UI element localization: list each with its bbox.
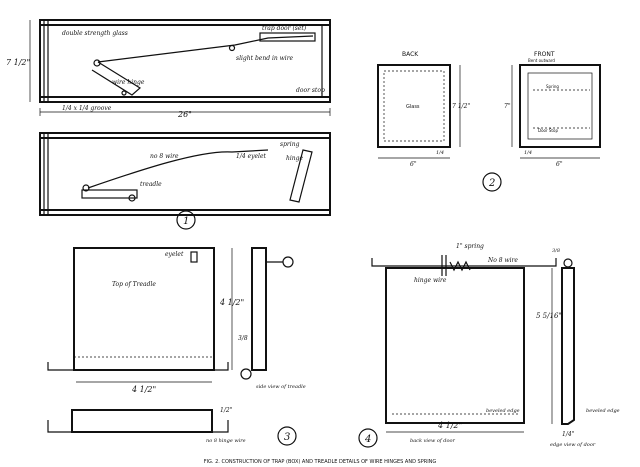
dim-width-treadle: 4 1/2" — [131, 385, 156, 394]
treadle-bar — [81, 189, 138, 199]
label-beveled-edge-2: beveled edge — [586, 408, 620, 414]
figure-3: eyelet Top of Treadle 4 1/2" 4 1/2" 3/8 … — [47, 247, 306, 446]
label-groove: 1/4 x 1/4 groove — [62, 105, 112, 112]
label-bend: slight bend in wire — [236, 55, 294, 62]
label-eyelet: 1/4 eyelet — [236, 153, 267, 160]
dim-height-treadle: 4 1/2" — [219, 298, 244, 307]
trapdoor-open — [289, 149, 313, 203]
eyelet-slot — [190, 251, 198, 263]
label-hinge-wire: no 8 hinge wire — [206, 438, 246, 444]
door-back-view — [385, 267, 525, 424]
label-edge-view: edge view of door — [550, 442, 596, 448]
treadle-edge-view — [71, 409, 213, 433]
dim-edge: 1/4" — [562, 431, 575, 438]
label-trapdoor: trap door (set) — [262, 25, 307, 32]
label-hinge: hinge — [286, 155, 303, 162]
treadle-side-view — [251, 247, 267, 371]
figure-1-top-view: double strength glass trap door (set) sl… — [6, 19, 331, 119]
front-frame — [519, 64, 601, 148]
dim-thickness: 1/2" — [220, 407, 233, 414]
front-dim-height: 7" — [504, 103, 511, 110]
label-wire-hinge: wire hinge — [112, 79, 145, 86]
figure-4-number: 4 — [364, 434, 371, 445]
back-glass-label: Glass — [406, 104, 420, 110]
door-spring — [449, 260, 471, 272]
label-glass: double strength glass — [62, 30, 128, 37]
label-hinge-wire: hinge wire — [414, 277, 447, 284]
treadle-hinge-wire — [47, 362, 229, 371]
dim-door-height: 5 5/16" — [536, 312, 562, 320]
figure-1-bottom-view: no 8 wire 1/4 eyelet treadle spring hing… — [39, 132, 331, 230]
dim-door-width: 4 1/2" — [437, 421, 462, 430]
label-top-of-treadle: Top of Treadle — [112, 281, 156, 288]
hinge-plate — [91, 61, 142, 96]
back-dim-height: 7 1/2" — [452, 103, 470, 110]
door-edge-view — [561, 267, 575, 425]
label-door-stop: door stop — [296, 87, 325, 94]
label-eyelet: eyelet — [165, 251, 184, 258]
back-dim-width: 6" — [410, 161, 417, 168]
box-outline-bottom — [39, 132, 331, 216]
spring-post — [441, 255, 447, 276]
front-top-note: Bent outward — [528, 58, 555, 63]
figure-2-number-circle — [482, 172, 502, 192]
side-eyelet — [282, 256, 294, 268]
figure-4-number-circle — [358, 428, 378, 448]
figure-caption: FIG. 2. CONSTRUCTION OF TRAP (BOX) AND T… — [204, 459, 437, 465]
label-1in-spring: 1" spring — [456, 243, 484, 250]
label-no8-wire: no 8 wire — [150, 153, 179, 160]
box-outline-top — [39, 19, 331, 103]
no8-wire — [87, 149, 269, 189]
label-beveled-edge: beveled edge — [486, 408, 520, 414]
front-title: FRONT — [534, 51, 555, 58]
dim-side-edge: 3/8 — [552, 248, 560, 254]
figure-3-number-circle — [277, 426, 297, 446]
dim-height: 7 1/2" — [6, 58, 30, 67]
label-spring: spring — [280, 141, 300, 148]
back-title: BACK — [402, 51, 419, 58]
label-back-view: back view of door — [410, 438, 456, 444]
front-door-stop-label: Door Stop — [538, 128, 558, 133]
treadle-top — [73, 247, 215, 371]
figure-2: BACK Glass 6" 7 1/2" 1/4 FRONT Bent outw… — [377, 51, 601, 192]
label-side-view: side view of treadle — [256, 384, 306, 390]
figure-2-number: 2 — [488, 178, 495, 189]
trapdoor-set — [259, 32, 316, 42]
figure-4: 1" spring No 8 wire hinge wire beveled e… — [358, 243, 620, 448]
label-treadle: treadle — [140, 181, 162, 188]
dim-length: 26" — [177, 110, 192, 119]
back-frame — [377, 64, 451, 148]
back-dim-side: 1/4 — [436, 150, 444, 156]
figure-3-number: 3 — [284, 432, 290, 443]
front-dim-width: 6" — [556, 161, 563, 168]
dim-side-treadle: 3/8 — [238, 335, 248, 342]
figure-1-number: 1 — [183, 216, 189, 227]
label-no8-wire: No 8 wire — [487, 257, 518, 264]
figure-1-number-circle — [176, 210, 196, 230]
trapdoor-wire — [97, 35, 314, 63]
front-spring-label: Spring — [546, 84, 559, 89]
front-dim-side: 1/4 — [524, 150, 532, 156]
